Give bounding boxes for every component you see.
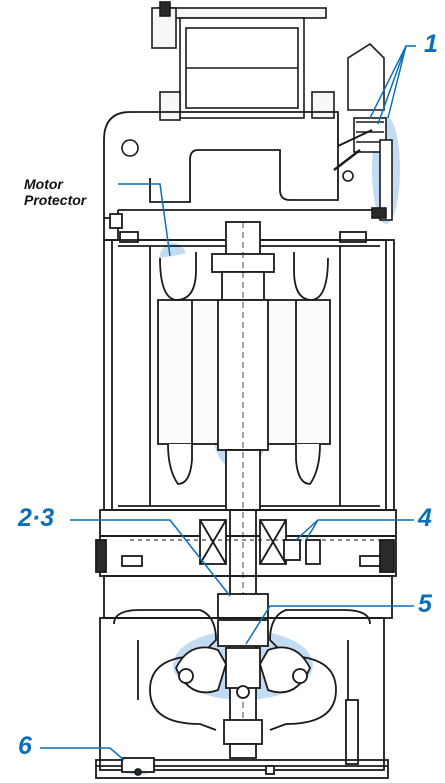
leader-1c: [387, 45, 407, 119]
leader-6: [40, 747, 125, 761]
pump-casing: [99, 609, 385, 771]
callout-6-label: 6: [18, 732, 32, 760]
motor-protector-label-line1: Motor: [24, 176, 63, 192]
leader-5: [245, 605, 414, 645]
leader-lines: [40, 45, 416, 761]
leader-4b: [305, 519, 319, 541]
top-bracket: [151, 1, 335, 121]
motor-protector-label-line2: Protector: [24, 192, 87, 208]
leader-motor-protector: [118, 183, 171, 257]
bearing-seal-housing: [95, 509, 397, 647]
base-strainer: [95, 757, 389, 779]
cable-entry: [333, 42, 393, 221]
leader-1b: [377, 45, 407, 125]
callout-4-label: 4: [418, 504, 432, 532]
leader-23: [70, 519, 231, 597]
callout-1-label: 1: [424, 30, 438, 58]
callout-23-label: 2·3: [18, 504, 55, 532]
callout-5-label: 5: [418, 590, 432, 618]
